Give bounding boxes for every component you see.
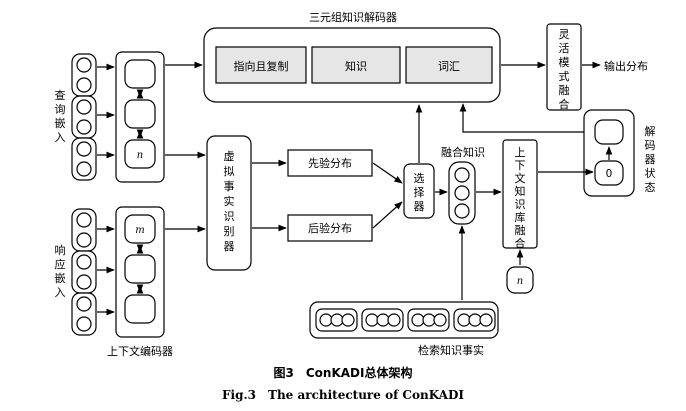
posterior-box: [287, 214, 373, 242]
svg-text:选: 选: [414, 172, 425, 185]
decoder-state-cell-zero: [594, 160, 624, 186]
svg-text:态: 态: [645, 181, 656, 194]
mode-fusion-box: [546, 23, 582, 111]
context-encoder-label: 上下文编码器: [107, 344, 173, 358]
fused-knowledge-cell: [454, 203, 470, 219]
vocab-label: 词汇: [438, 60, 460, 73]
svg-text:择: 择: [414, 185, 425, 199]
fact-recognizer-label: 虚 拟 事 实 识 别 器: [224, 150, 235, 253]
svg-text:融: 融: [559, 84, 570, 97]
svg-text:器: 器: [224, 240, 235, 253]
svg-text:入: 入: [55, 286, 66, 299]
response-encoder-cell: [124, 294, 156, 324]
posterior-label: 后验分布: [308, 221, 352, 235]
svg-text:询: 询: [55, 103, 66, 116]
response-embedding-group: [71, 208, 97, 336]
query-embedding-group: [71, 53, 97, 181]
query-encoder-cell: [124, 59, 156, 89]
svg-text:式: 式: [559, 70, 570, 83]
token-n-label: n: [137, 150, 143, 161]
vocab-box: [405, 46, 493, 84]
knowledge-box: [311, 46, 401, 84]
svg-text:器: 器: [414, 200, 425, 213]
knowledge-label: 知识: [345, 59, 367, 73]
svg-text:库: 库: [515, 211, 526, 224]
svg-text:文: 文: [515, 171, 526, 185]
svg-text:下: 下: [515, 159, 526, 172]
decoder-state-cell: [594, 119, 624, 145]
copy-box: [215, 46, 307, 84]
svg-text:入: 入: [55, 131, 66, 144]
svg-text:合: 合: [559, 97, 570, 111]
retrieved-facts-group: [315, 308, 496, 332]
token-m-label: m: [135, 225, 144, 236]
selector-box: [403, 163, 435, 219]
decoder-title: 三元组知识解码器: [309, 10, 397, 24]
response-encoder-cell-m: [124, 214, 156, 244]
mode-fusion-label: 灵 活 模 式 融 合: [559, 28, 570, 111]
query-embed-label: 查 询 嵌 入: [55, 88, 66, 144]
output-label: 输出分布: [604, 59, 648, 73]
svg-text:状: 状: [645, 166, 656, 180]
svg-text:融: 融: [515, 224, 526, 237]
query-encoder-cell-n: [124, 139, 156, 169]
caption-chinese: 图3 ConKADI总体架构: [274, 365, 413, 380]
svg-text:识: 识: [224, 210, 235, 223]
svg-text:合: 合: [515, 236, 526, 250]
context-kb-n-cell: [506, 266, 534, 294]
svg-text:别: 别: [224, 225, 235, 238]
svg-text:嵌: 嵌: [55, 272, 66, 285]
copy-label: 指向且复制: [234, 59, 289, 73]
response-embed-label: 响 应 嵌 入: [55, 244, 66, 299]
decoder-state-label: 解 码 器 状 态: [645, 124, 656, 194]
svg-text:拟: 拟: [224, 164, 235, 178]
svg-text:嵌: 嵌: [55, 117, 66, 130]
response-encoder-cell: [124, 254, 156, 284]
svg-text:码: 码: [645, 139, 656, 152]
fused-knowledge-label: 融合知识: [441, 145, 485, 159]
prior-label: 先验分布: [308, 156, 352, 170]
fact-recognizer-box: [206, 135, 252, 271]
svg-text:知: 知: [515, 184, 526, 198]
svg-text:响: 响: [55, 244, 66, 257]
prior-box: [287, 149, 373, 177]
retrieved-facts-label: 检索知识事实: [418, 343, 484, 357]
context-kb-fusion-box: [502, 139, 538, 249]
caption-english: Fig.3 The architecture of ConKADI: [222, 388, 464, 402]
svg-text:实: 实: [224, 194, 235, 208]
context-kb-n-label: n: [517, 276, 523, 287]
selector-label: 选 择 器: [414, 172, 425, 213]
fused-knowledge-cell: [454, 167, 470, 183]
svg-text:模: 模: [559, 56, 570, 69]
svg-text:识: 识: [515, 198, 526, 211]
svg-text:解: 解: [645, 124, 656, 138]
context-kb-fusion-label: 上 下 文 知 识 库 融 合: [515, 146, 526, 250]
retrieved-facts-box: [309, 301, 499, 339]
svg-text:上: 上: [515, 146, 526, 159]
fused-knowledge-cell: [454, 185, 470, 201]
svg-text:虚: 虚: [224, 150, 235, 163]
svg-text:应: 应: [55, 257, 66, 271]
query-encoder-cell: [124, 99, 156, 129]
svg-text:器: 器: [645, 153, 656, 166]
svg-text:事: 事: [224, 180, 235, 193]
state-zero-label: 0: [606, 168, 613, 180]
svg-text:活: 活: [559, 42, 570, 55]
svg-text:灵: 灵: [559, 28, 570, 41]
connector-arrows: [97, 61, 601, 316]
svg-text:查: 查: [55, 88, 66, 102]
